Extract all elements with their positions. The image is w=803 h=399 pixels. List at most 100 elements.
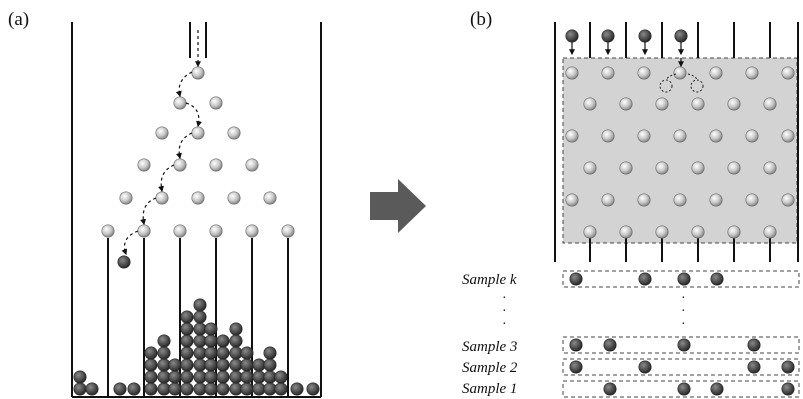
ball-icon (216, 370, 230, 384)
ball-icon (263, 370, 277, 384)
path-segment (140, 197, 157, 226)
ball-icon (193, 334, 207, 348)
ball-icon (263, 346, 277, 360)
peg-icon (209, 96, 223, 110)
ball-icon (193, 322, 207, 336)
path-segment (185, 102, 202, 128)
peg-icon (137, 158, 151, 172)
peg-icon (263, 191, 277, 205)
peg-icon (637, 66, 651, 80)
ball-icon (263, 358, 277, 372)
ball-icon (117, 255, 131, 269)
ball-icon (144, 346, 158, 360)
peg-icon (119, 191, 133, 205)
ball-icon (569, 360, 583, 374)
peg-icon (637, 129, 651, 143)
ball-icon (193, 370, 207, 384)
ball-icon (113, 382, 127, 396)
ball-icon (216, 334, 230, 348)
peg-icon (173, 224, 187, 238)
ball-icon (229, 382, 243, 396)
ball-icon (638, 360, 652, 374)
peg-icon (691, 97, 705, 111)
peg-icon (763, 97, 777, 111)
path-segment (121, 230, 139, 256)
peg-icon (727, 97, 741, 111)
ball-icon (180, 382, 194, 396)
ball-icon (638, 272, 652, 286)
deflect-arrow (665, 73, 677, 81)
peg-icon (655, 225, 669, 239)
ball-icon (306, 382, 320, 396)
ball-icon (193, 346, 207, 360)
sample-3-label: Sample 3 (462, 339, 517, 355)
ball-icon (144, 358, 158, 372)
ball-icon (180, 370, 194, 384)
ball-icon (157, 334, 171, 348)
top-dividers (589, 22, 771, 58)
ball-icon (216, 346, 230, 360)
peg-icon (281, 224, 295, 238)
ball-icon (168, 358, 182, 372)
peg-icon (601, 193, 615, 207)
ball-icon (677, 382, 691, 396)
ball-icon (204, 346, 218, 360)
ball-icon (73, 370, 87, 384)
peg-icon (565, 66, 579, 80)
peg-icon (209, 158, 223, 172)
ball-icon (229, 322, 243, 336)
peg-icon (191, 126, 205, 140)
sample-1-label: Sample 1 (462, 381, 517, 397)
peg-icon (227, 126, 241, 140)
deflect-arrow (687, 73, 698, 81)
panel-b: Sample k Sample 3 Sample 2 Sample 1 · · … (462, 22, 800, 398)
peg-icon (691, 161, 705, 175)
ball-icon (240, 370, 254, 384)
ball-icon (263, 382, 277, 396)
ball-icon (677, 338, 691, 352)
path-segment (176, 132, 193, 160)
ball-icon (168, 370, 182, 384)
ball-icon (85, 382, 99, 396)
ball-icon (240, 358, 254, 372)
peg-icon (673, 66, 687, 80)
ball-icon (240, 346, 254, 360)
ball-icon (180, 334, 194, 348)
falling-path (121, 30, 202, 256)
panel-a-label: (a) (8, 9, 29, 30)
ball-icon (193, 358, 207, 372)
ball-icon (144, 382, 158, 396)
peg-icon (209, 224, 223, 238)
ball-icon (229, 370, 243, 384)
ball-icon (157, 346, 171, 360)
vertical-ellipsis-dot: · (681, 317, 686, 332)
peg-icon (619, 97, 633, 111)
ball-icon (603, 338, 617, 352)
deflection-ghosts (659, 73, 704, 93)
ball-icon (252, 358, 266, 372)
ball-icon (290, 382, 304, 396)
ball-icon (252, 370, 266, 384)
ball-icon (180, 322, 194, 336)
peg-triangle (101, 66, 295, 238)
vertical-ellipsis-dot: · (681, 291, 686, 306)
ball-icon (229, 346, 243, 360)
vertical-ellipsis-dot: · (502, 317, 507, 332)
peg-icon (583, 97, 597, 111)
ball-icon (747, 338, 761, 352)
panel-b-label: (b) (470, 9, 492, 30)
ghost-ball (690, 79, 704, 93)
bottom-dividers (589, 236, 771, 262)
peg-icon (673, 193, 687, 207)
ball-icon (274, 382, 288, 396)
path-segment (158, 164, 175, 193)
ball-icon (274, 370, 288, 384)
peg-icon (601, 129, 615, 143)
ball-icon (204, 322, 218, 336)
peg-icon (583, 225, 597, 239)
bin-dividers (107, 238, 289, 397)
ball-icon (229, 358, 243, 372)
ball-icon (144, 370, 158, 384)
ball-icon (204, 358, 218, 372)
ball-icon (193, 310, 207, 324)
